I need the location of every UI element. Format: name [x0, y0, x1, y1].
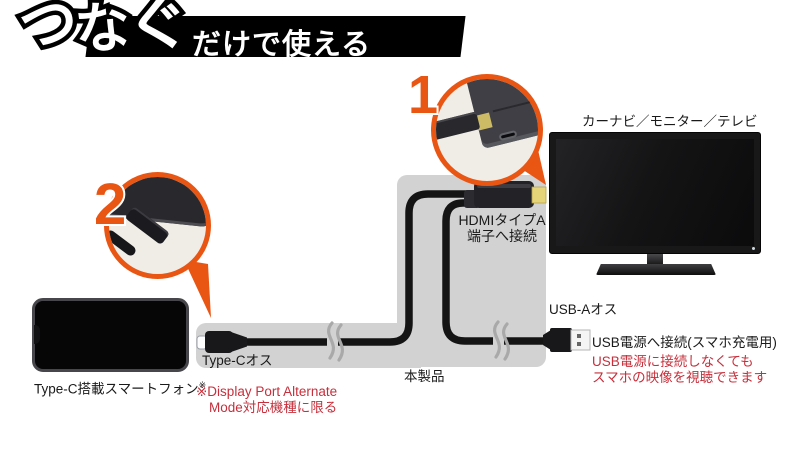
phone-label-text: Type-C搭載スマートフォン	[34, 381, 199, 397]
hdmi-label-line1: HDMIタイプA	[458, 212, 546, 228]
usb-optional-note: USB電源に接続しなくても スマホの映像を視聴できます	[592, 354, 767, 386]
tv-stand-base	[596, 264, 716, 275]
hdmi-plug-tip	[531, 186, 547, 204]
banner-subtitle: だけで使える	[192, 29, 372, 61]
usb-note-line2: スマホの映像を視聴できます	[592, 370, 768, 385]
typec-plug-neck	[231, 332, 247, 352]
usba-contact-hole	[577, 342, 581, 346]
tv-screen	[556, 139, 754, 246]
hdmi-label-line2: 端子へ接続	[467, 228, 537, 244]
dp-note-line1: ※Display Port Alternate	[196, 384, 338, 399]
cable-break-icon	[493, 320, 501, 359]
dp-note-line2: Mode対応機種に限る	[209, 400, 338, 415]
step1-photo-callout	[431, 74, 543, 186]
hdmi-connection-label: HDMIタイプA 端子へ接続	[455, 212, 549, 244]
tv	[549, 132, 761, 254]
cable-break-icon	[336, 323, 344, 362]
typec-plug-label: Type-Cオス	[202, 353, 273, 368]
step2-photo-callout	[104, 172, 211, 279]
step-2-number: 2	[92, 172, 128, 237]
product-label: 本製品	[404, 369, 445, 384]
hdmi-plug-photo	[436, 111, 481, 143]
usba-plug-label: USB-Aオス	[549, 302, 618, 317]
displayport-note: ※Display Port Alternate Mode対応機種に限る	[196, 384, 337, 416]
phone-note-mark: ※	[198, 380, 207, 390]
step-1-number: 1	[406, 65, 440, 125]
usb-power-cable	[442, 199, 545, 345]
usb-power-label: USB電源へ接続(スマホ充電用)	[592, 335, 777, 350]
phone-label: Type-C搭載スマートフォン※	[34, 377, 206, 398]
usba-plug-neck	[543, 330, 551, 350]
typec-plug-body	[205, 331, 233, 353]
smartphone	[32, 298, 189, 372]
usba-contact-hole	[577, 334, 581, 338]
tv-label: カーナビ／モニター／テレビ	[582, 114, 758, 129]
usba-plug-tip	[570, 329, 591, 351]
usb-note-line1: USB電源に接続しなくても	[592, 354, 754, 369]
cable-break-icon	[502, 322, 510, 361]
tv-stand-neck	[647, 254, 663, 265]
cable-break-icon	[327, 321, 335, 360]
typec-to-hdmi-cable	[246, 190, 475, 346]
phone-notch	[34, 325, 40, 344]
usba-plug-body	[550, 328, 572, 352]
tv-power-led	[752, 247, 755, 250]
callout2-pointer	[184, 260, 211, 318]
